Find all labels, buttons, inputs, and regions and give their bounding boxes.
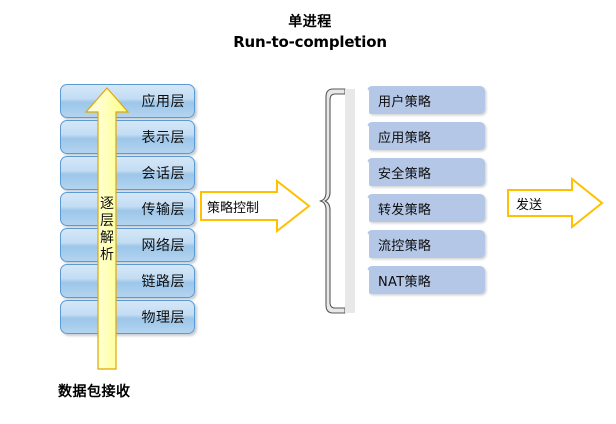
right-arrow-icon [507,176,604,230]
curly-brace-icon [319,88,355,314]
osi-layer-label: 网络层 [141,238,185,254]
packet-receive-caption: 数据包接收 [58,384,131,400]
right-arrow-icon [200,178,311,234]
policy-item-security[interactable]: 安全策略 [364,158,485,189]
osi-layer-stack: 应用层 表示层 会话层 传输层 网络层 链路层 物理层 [60,84,195,336]
policy-list: 用户策略 应用策略 安全策略 转发策略 流控策略 NAT策略 [364,86,485,302]
osi-layer-network[interactable]: 网络层 [60,228,195,262]
policy-control-arrow-label: 策略控制 [207,201,260,216]
parse-char-4: 析 [100,247,114,263]
layer-parsing-arrow-label: 逐 层 解 析 [84,196,130,264]
parse-char-2: 层 [100,213,114,229]
send-arrow-label: 发送 [516,198,543,213]
policy-item-label: 用户策略 [378,94,432,110]
policy-control-arrow: 策略控制 [199,178,311,234]
policy-item-label: NAT策略 [378,274,432,290]
parse-char-1: 逐 [100,196,114,212]
up-arrow-icon [84,87,130,370]
title-line-1: 单进程 [288,14,332,30]
policy-item-application[interactable]: 应用策略 [364,122,485,153]
osi-layer-label: 应用层 [141,94,185,110]
layer-parsing-arrow: 逐 层 解 析 [84,86,130,371]
policy-brace [319,86,357,316]
policy-item-forwarding[interactable]: 转发策略 [364,194,485,225]
osi-layer-label: 会话层 [141,166,185,182]
policy-item-nat[interactable]: NAT策略 [364,266,485,297]
policy-item-label: 转发策略 [378,202,432,218]
osi-layer-datalink[interactable]: 链路层 [60,264,195,298]
osi-layer-label: 表示层 [141,130,185,146]
osi-layer-presentation[interactable]: 表示层 [60,120,195,154]
osi-layer-label: 传输层 [141,202,185,218]
policy-item-label: 应用策略 [378,130,432,146]
send-arrow: 发送 [506,176,604,230]
osi-layer-physical[interactable]: 物理层 [60,300,195,334]
title-line-2: Run-to-completion [233,33,387,52]
policy-item-label: 流控策略 [378,238,432,254]
page-title: 单进程 Run-to-completion [150,12,470,54]
policy-item-flow-control[interactable]: 流控策略 [364,230,485,261]
osi-layer-label: 物理层 [141,310,185,326]
osi-layer-transport[interactable]: 传输层 [60,192,195,226]
osi-layer-session[interactable]: 会话层 [60,156,195,190]
parse-char-3: 解 [100,230,114,246]
policy-item-user[interactable]: 用户策略 [364,86,485,117]
osi-layer-label: 链路层 [141,274,185,290]
policy-item-label: 安全策略 [378,166,432,182]
